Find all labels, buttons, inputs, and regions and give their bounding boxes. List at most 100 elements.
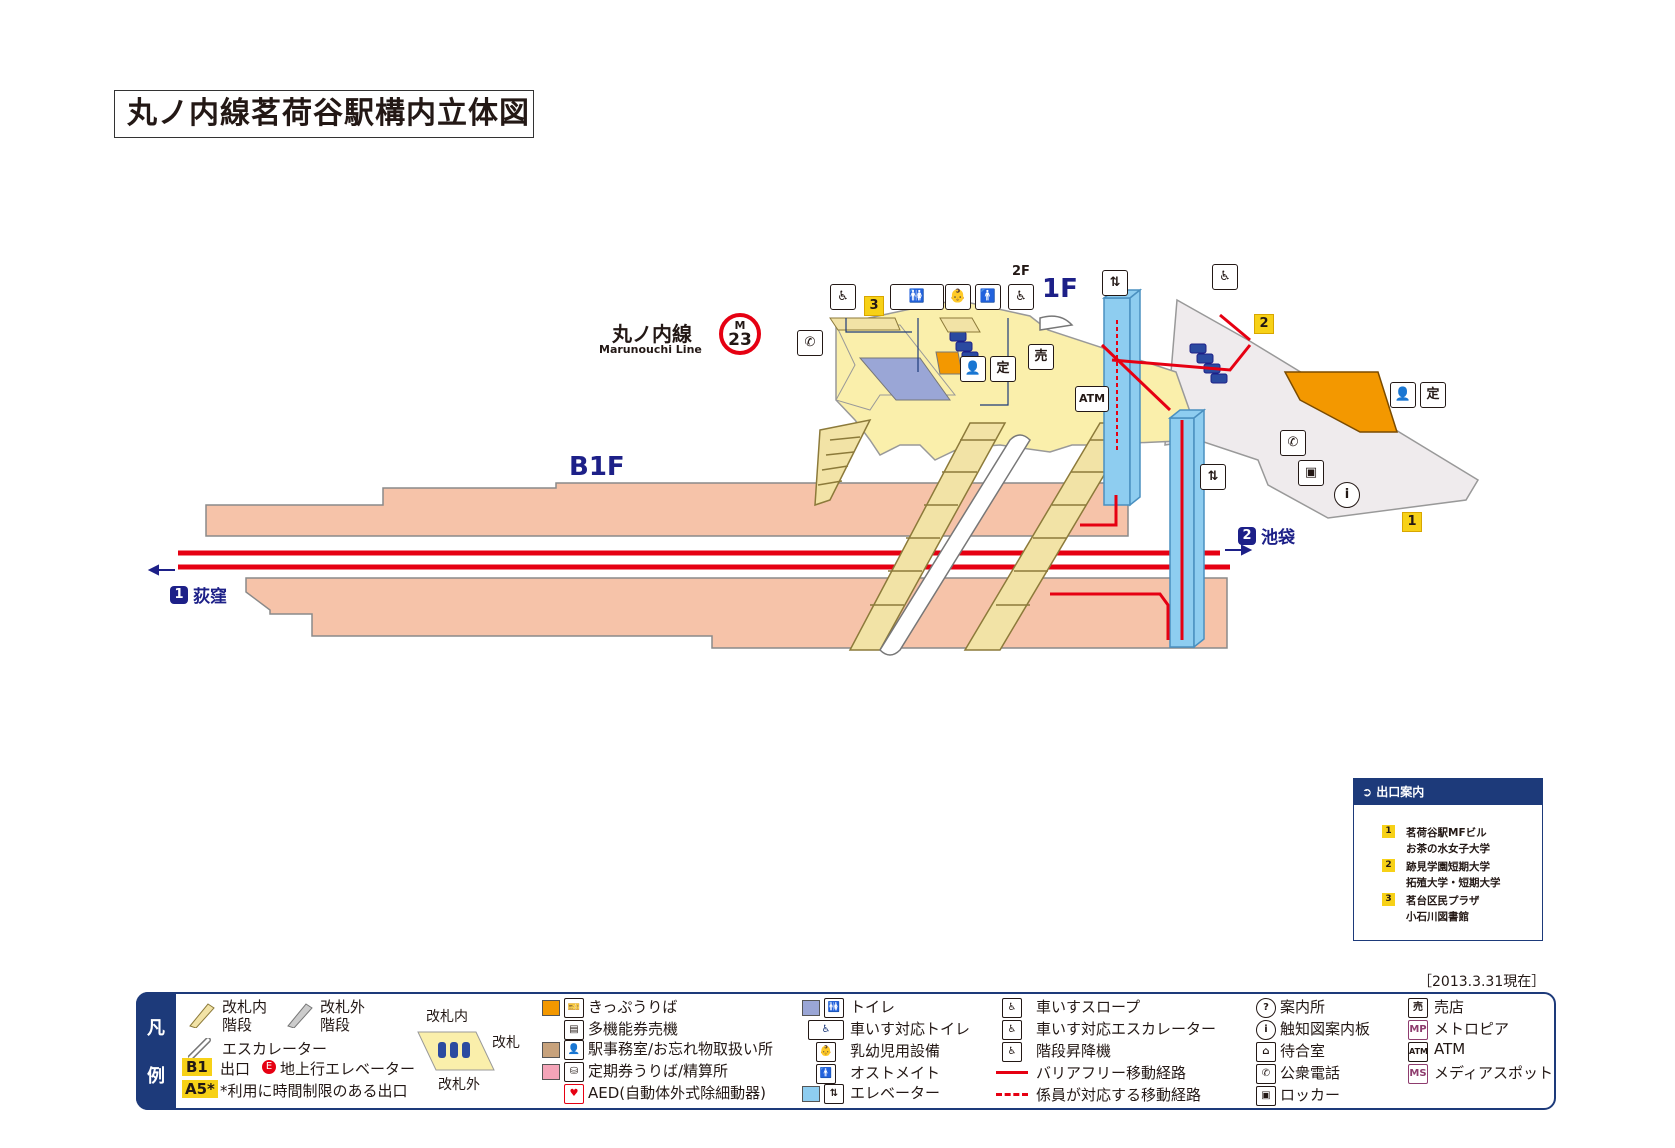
direction-west-label: 荻窪 xyxy=(193,587,227,607)
exit-guide: ➲ 出口案内 1 茗荷谷駅MFビル お茶の水女子大学 2 跡見学園短期大学 拓殖… xyxy=(1353,778,1543,941)
platform-north xyxy=(205,482,1129,537)
exit-guide-name: お茶の水女子大学 xyxy=(1406,843,1490,855)
tactile-map-icon: i xyxy=(1256,1020,1276,1040)
phone-icon: ✆ xyxy=(797,330,823,356)
legend-exit-badge: B1 xyxy=(182,1058,212,1076)
legend-elevator-up: 地上行エレベーター xyxy=(280,1060,416,1078)
legend-item: トイレ xyxy=(850,998,896,1016)
commuter-pass-icon: 定 xyxy=(990,356,1016,382)
elevator-color-swatch xyxy=(802,1086,820,1102)
shop-icon: 売 xyxy=(1028,344,1054,370)
line-name: 丸ノ内線 xyxy=(612,322,692,346)
escalator-icon xyxy=(188,1038,211,1060)
multi-ticket-machine-icon: ▤ xyxy=(564,1020,584,1040)
gate-diagram xyxy=(417,1031,495,1071)
staff-route-line xyxy=(996,1093,1028,1096)
exit-guide-name: 拓殖大学・短期大学 xyxy=(1406,877,1501,889)
legend-item: 駅事務室/お忘れ物取扱い所 xyxy=(588,1040,774,1058)
pass-office-icon: ⛁ xyxy=(564,1062,584,1082)
legend-item: 係員が対応する移動経路 xyxy=(1036,1086,1202,1104)
atm-icon: ATM xyxy=(1075,386,1109,412)
exit-badge-3: 3 xyxy=(864,296,884,316)
legend-stairs-out: 階段 xyxy=(320,1016,351,1034)
legend-item: 乳幼児用設備 xyxy=(850,1042,941,1060)
direction-east: 2 池袋 xyxy=(1238,523,1295,548)
ostomate-icon: 🚹 xyxy=(975,284,1001,310)
exit-guide-title: 出口案内 xyxy=(1376,785,1425,799)
ticket-area xyxy=(935,351,963,375)
ostomate-icon: 🚹 xyxy=(816,1064,836,1084)
waiting-room-icon: ⌂ xyxy=(1256,1042,1276,1062)
legend-escalator: エスカレーター xyxy=(222,1040,328,1058)
elevator-east xyxy=(1167,408,1207,649)
station-number-badge: M 23 xyxy=(719,313,761,355)
legend-item: 触知図案内板 xyxy=(1280,1020,1371,1038)
legend-item: エレベーター xyxy=(850,1084,941,1102)
escalator-upper xyxy=(1039,315,1074,331)
exit-badge-1: 1 xyxy=(1402,512,1422,532)
atm-icon: ATM xyxy=(1408,1042,1428,1062)
elevator-west xyxy=(1101,288,1143,507)
info-icon: i xyxy=(1334,482,1360,508)
exit-guide-badge-3: 3 xyxy=(1382,893,1395,906)
toilet-icon: 🚻 xyxy=(824,998,844,1018)
toilet-color-swatch xyxy=(802,1000,820,1016)
legend-item: バリアフリー移動経路 xyxy=(1036,1064,1187,1082)
elevator-icon: ⇅ xyxy=(824,1084,844,1104)
wheelchair-escalator-icon: ♿ xyxy=(1002,1020,1022,1040)
legend-item: オストメイト xyxy=(850,1064,941,1082)
metropia-icon: MP xyxy=(1408,1020,1428,1040)
floor-label-1f: 1F xyxy=(1042,274,1078,304)
escalator xyxy=(879,434,1031,656)
legend-tab-char: 凡 xyxy=(147,1018,165,1039)
pass-color-swatch xyxy=(542,1064,560,1080)
arrow-east xyxy=(1225,544,1253,556)
legend-item: 階段昇降機 xyxy=(1036,1042,1112,1060)
legend-item: ATM xyxy=(1434,1040,1466,1058)
exit-guide-badge-1: 1 xyxy=(1382,825,1395,838)
exit-guide-name: 跡見学園短期大学 xyxy=(1406,861,1490,873)
legend-gate-out: 改札外 xyxy=(438,1077,480,1093)
legend-stairs-out: 改札外 xyxy=(320,998,366,1016)
legend-a5-badge: A5* xyxy=(182,1080,218,1098)
commuter-pass-icon: 定 xyxy=(1420,382,1446,408)
exit-guide-name: 茗荷谷駅MFビル xyxy=(1406,827,1487,839)
ticket-icon: 🎫 xyxy=(564,998,584,1018)
legend-tab: 凡 例 xyxy=(136,992,176,1110)
legend-stairs-in: 階段 xyxy=(222,1016,253,1034)
direction-east-number: 2 xyxy=(1238,526,1256,545)
exit-guide-header: ➲ 出口案内 xyxy=(1354,779,1542,805)
elevator-icon: ⇅ xyxy=(1200,464,1226,490)
line-name-en: Marunouchi Line xyxy=(599,343,702,356)
exit-guide-name: 茗台区民プラザ xyxy=(1406,895,1480,907)
aed-icon: ♥ xyxy=(564,1084,584,1104)
station-line-letter: M xyxy=(734,319,746,332)
legend-item: 定期券うりば/精算所 xyxy=(588,1062,729,1080)
legend-item: AED(自動体外式除細動器) xyxy=(588,1084,766,1102)
shop-icon: 売 xyxy=(1408,998,1428,1018)
date-stamp: ［2013.3.31現在］ xyxy=(1418,974,1546,990)
wheelchair-icon: ♿ xyxy=(830,284,856,310)
exit-badge-2: 2 xyxy=(1254,314,1274,334)
elevator-icon: ⇅ xyxy=(1102,270,1128,296)
wheelchair-slope-icon: ♿ xyxy=(1002,998,1022,1018)
legend-stairs-in: 改札内 xyxy=(222,998,268,1016)
stairs-out-icon xyxy=(287,1003,313,1028)
phone-icon: ✆ xyxy=(1280,430,1306,456)
stair-lift-icon: ♿ xyxy=(1002,1042,1022,1062)
legend-item: 売店 xyxy=(1434,998,1465,1016)
phone-icon: ✆ xyxy=(1256,1064,1276,1084)
legend-item: 車いす対応エスカレーター xyxy=(1036,1020,1217,1038)
stairs-west xyxy=(814,418,872,507)
legend-item: 多機能券売機 xyxy=(588,1020,679,1038)
station-office-icon: 👤 xyxy=(960,356,986,382)
legend-item: ロッカー xyxy=(1280,1086,1341,1104)
legend-exit: 出口 xyxy=(220,1060,251,1078)
legend-item: 車いす対応トイレ xyxy=(850,1020,971,1038)
info-desk-icon: ? xyxy=(1256,998,1276,1018)
legend-e-badge: E xyxy=(262,1060,276,1074)
direction-west-number: 1 xyxy=(170,585,188,604)
legend-item: メトロピア xyxy=(1434,1020,1510,1038)
stairs-in-icon xyxy=(189,1003,215,1028)
